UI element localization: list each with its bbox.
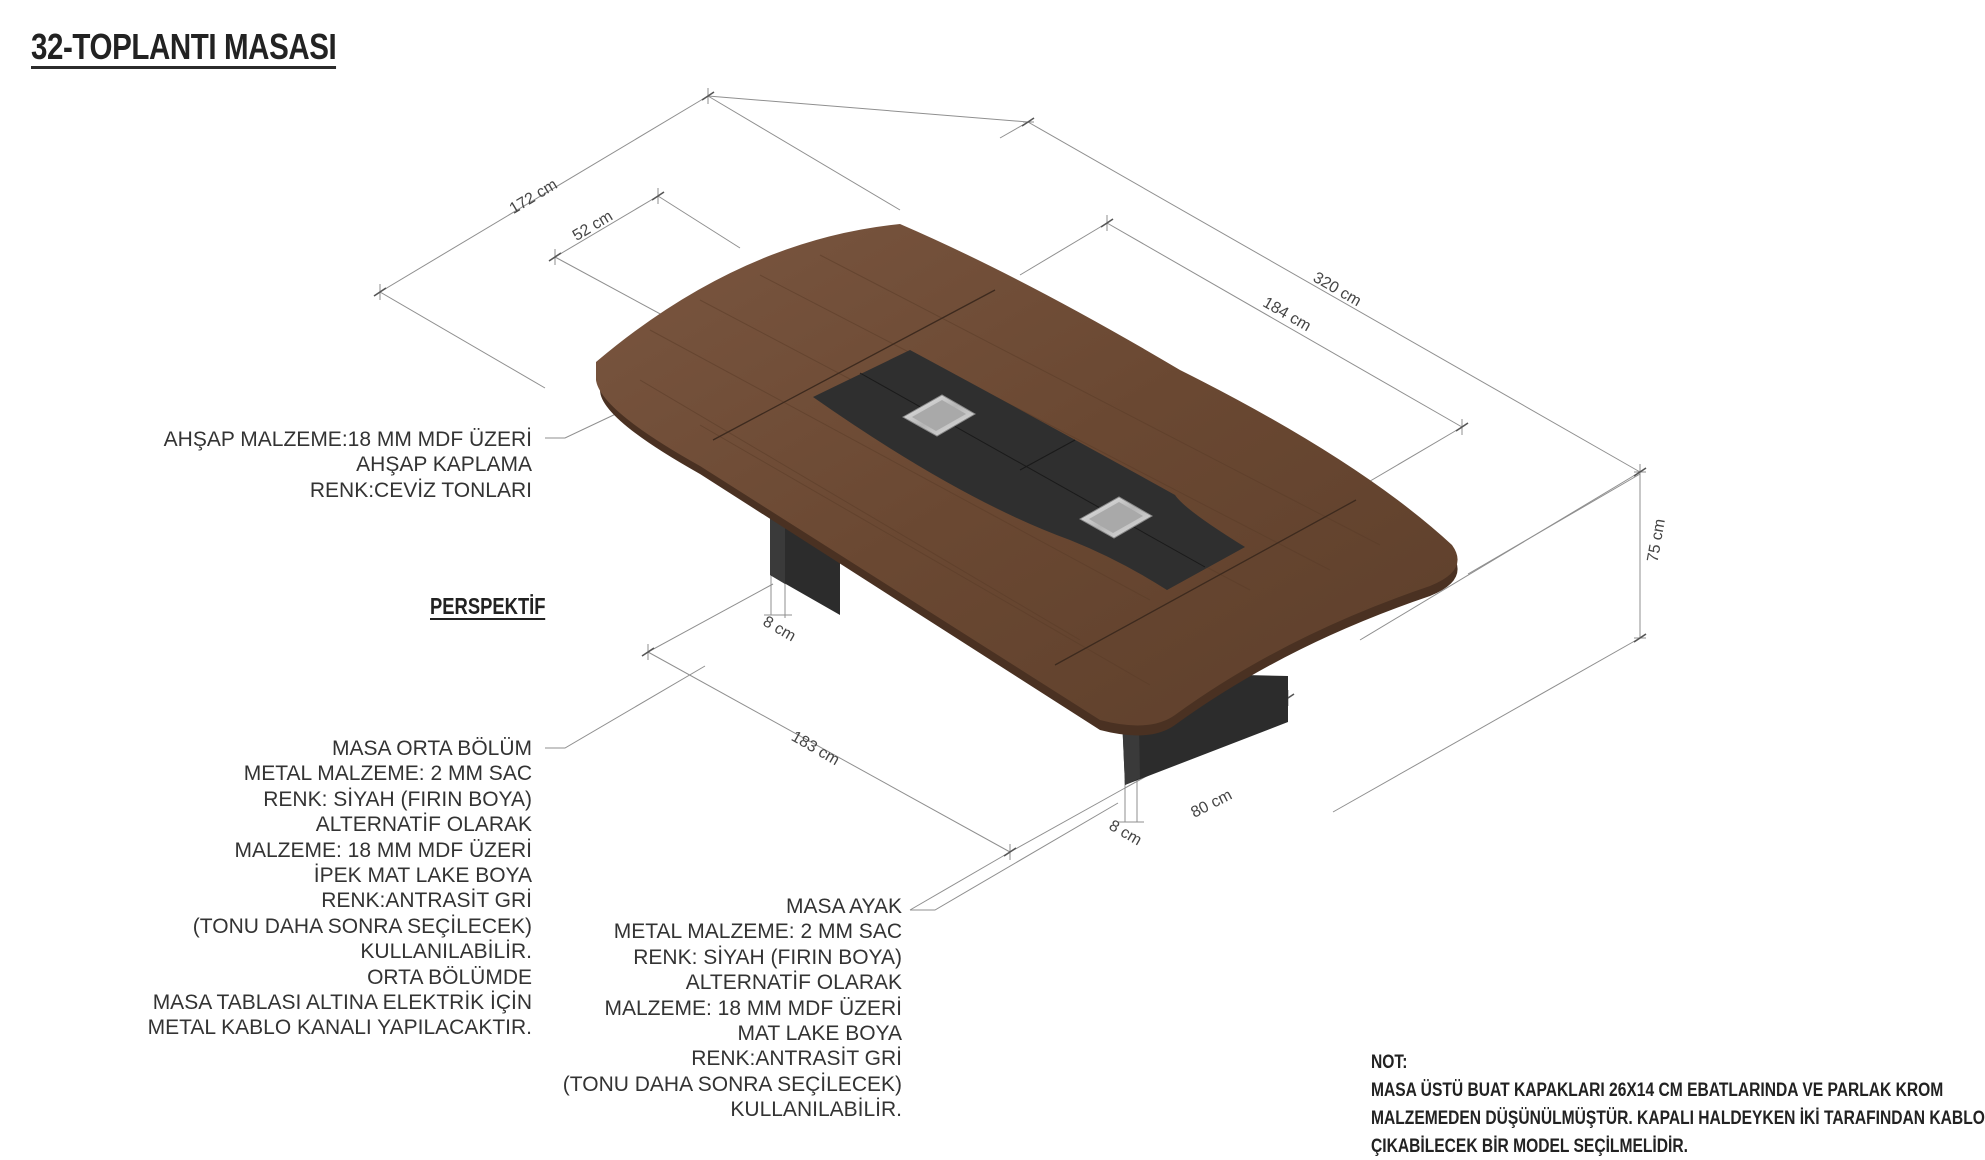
note-line: İPEK MAT LAKE BOYA [313, 863, 532, 887]
note-line: MALZEME: 18 MM MDF ÜZERİ [604, 996, 902, 1020]
dim-75: 75 cm [1645, 518, 1669, 564]
table-perspective-drawing: 172 cm 52 cm 320 cm 184 cm 75 cm 8 cm 18… [373, 88, 1669, 911]
left-leg-side [770, 510, 785, 584]
note-line: (TONU DAHA SONRA SEÇİLECEK) [562, 1072, 902, 1096]
note-line: METAL MALZEME: 2 MM SAC [613, 920, 902, 944]
page-title: 32-TOPLANTI MASASI [31, 26, 337, 69]
dim-80: 80 cm [1188, 787, 1235, 822]
note-line: RENK:ANTRASİT GRİ [691, 1047, 902, 1071]
note-line: METAL KABLO KANALI YAPILACAKTIR. [147, 1016, 532, 1040]
dimension-lines [379, 88, 1646, 911]
panel-seams [712, 289, 1357, 666]
leg-note: MASA AYAK METAL MALZEME: 2 MM SAC RENK: … [563, 894, 902, 1123]
note-line: RENK:CEVİZ TONLARI [309, 478, 532, 502]
note-line: KULLANILABİLİR. [360, 940, 532, 964]
footnote-heading: NOT: [1371, 1051, 1408, 1073]
footnote-line: MALZEMEDEN DÜŞÜNÜLMÜŞTÜR. KAPALI HALDEYK… [1371, 1107, 1985, 1129]
note-line: ALTERNATİF OLARAK [685, 971, 902, 995]
note-line: AHŞAP KAPLAMA [356, 453, 532, 477]
note-line: MASA ORTA BÖLÜM [332, 737, 532, 760]
table-top [596, 224, 1458, 736]
note-line: KULLANILABİLİR. [730, 1098, 902, 1122]
note-line: MASA TABLASI ALTINA ELEKTRİK İÇİN [152, 990, 532, 1014]
dim-8-left: 8 cm [760, 613, 799, 645]
note-line: MALZEME: 18 MM MDF ÜZERİ [234, 838, 532, 862]
dim-52: 52 cm [570, 208, 616, 245]
middle-section-note: MASA ORTA BÖLÜM METAL MALZEME: 2 MM SAC … [148, 736, 532, 1041]
dim-183: 183 cm [788, 728, 842, 769]
note-line: RENK:ANTRASİT GRİ [321, 889, 532, 913]
note-line: (TONU DAHA SONRA SEÇİLECEK) [192, 914, 532, 938]
note-line: MAT LAKE BOYA [737, 1021, 902, 1045]
note-line: MASA AYAK [786, 895, 902, 918]
note-line: RENK: SİYAH (FIRIN BOYA) [263, 787, 532, 811]
chrome-socket-right [1078, 496, 1153, 539]
note-line: RENK: SİYAH (FIRIN BOYA) [633, 945, 902, 969]
footnote-line: MASA ÜSTÜ BUAT KAPAKLARI 26X14 CM EBATLA… [1371, 1079, 1944, 1101]
footnote-line: ÇIKABİLECEK BİR MODEL SEÇİLMELİDİR. [1371, 1135, 1688, 1157]
wood-material-note: AHŞAP MALZEME:18 MM MDF ÜZERİ AHŞAP KAPL… [164, 427, 532, 503]
note-line: ALTERNATİF OLARAK [315, 813, 532, 837]
footnote: NOT: MASA ÜSTÜ BUAT KAPAKLARI 26X14 CM E… [1371, 1048, 1985, 1160]
dimension-ticks [373, 91, 1647, 857]
dim-320: 320 cm [1310, 269, 1364, 310]
dim-172: 172 cm [507, 176, 561, 218]
left-leg [770, 510, 840, 615]
note-line: METAL MALZEME: 2 MM SAC [243, 762, 532, 786]
perspective-label: PERSPEKTİF [430, 593, 546, 621]
note-line: AHŞAP MALZEME:18 MM MDF ÜZERİ [163, 428, 532, 451]
dim-184: 184 cm [1260, 294, 1314, 335]
metal-panel-seams [859, 372, 1206, 568]
chrome-socket-left [901, 394, 976, 437]
note-line: ORTA BÖLÜMDE [367, 965, 532, 989]
